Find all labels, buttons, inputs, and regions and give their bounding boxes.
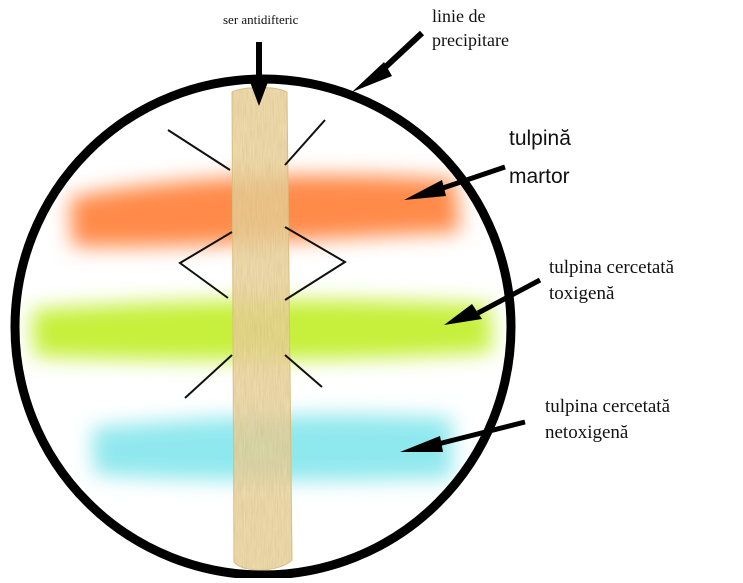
toxigenic-strain-label-line1: tulpina cercetată xyxy=(549,257,674,279)
nontoxigenic-strain-label-line2: netoxigenă xyxy=(545,422,628,444)
control-strain-label-line2: martor xyxy=(509,165,570,189)
serum-label: ser antidifteric xyxy=(223,13,298,28)
precipitation-label-line2: precipitare xyxy=(432,30,509,51)
nontoxigenic-strain-label-line1: tulpina cercetată xyxy=(545,396,670,418)
toxigenic-strain-label-line2: toxigenă xyxy=(549,283,614,305)
serum-strip xyxy=(232,88,292,571)
control-strain-label-line1: tulpină xyxy=(509,127,571,151)
precipitation-arrow-icon xyxy=(352,33,422,92)
precipitation-label-line1: linie de xyxy=(432,6,485,27)
